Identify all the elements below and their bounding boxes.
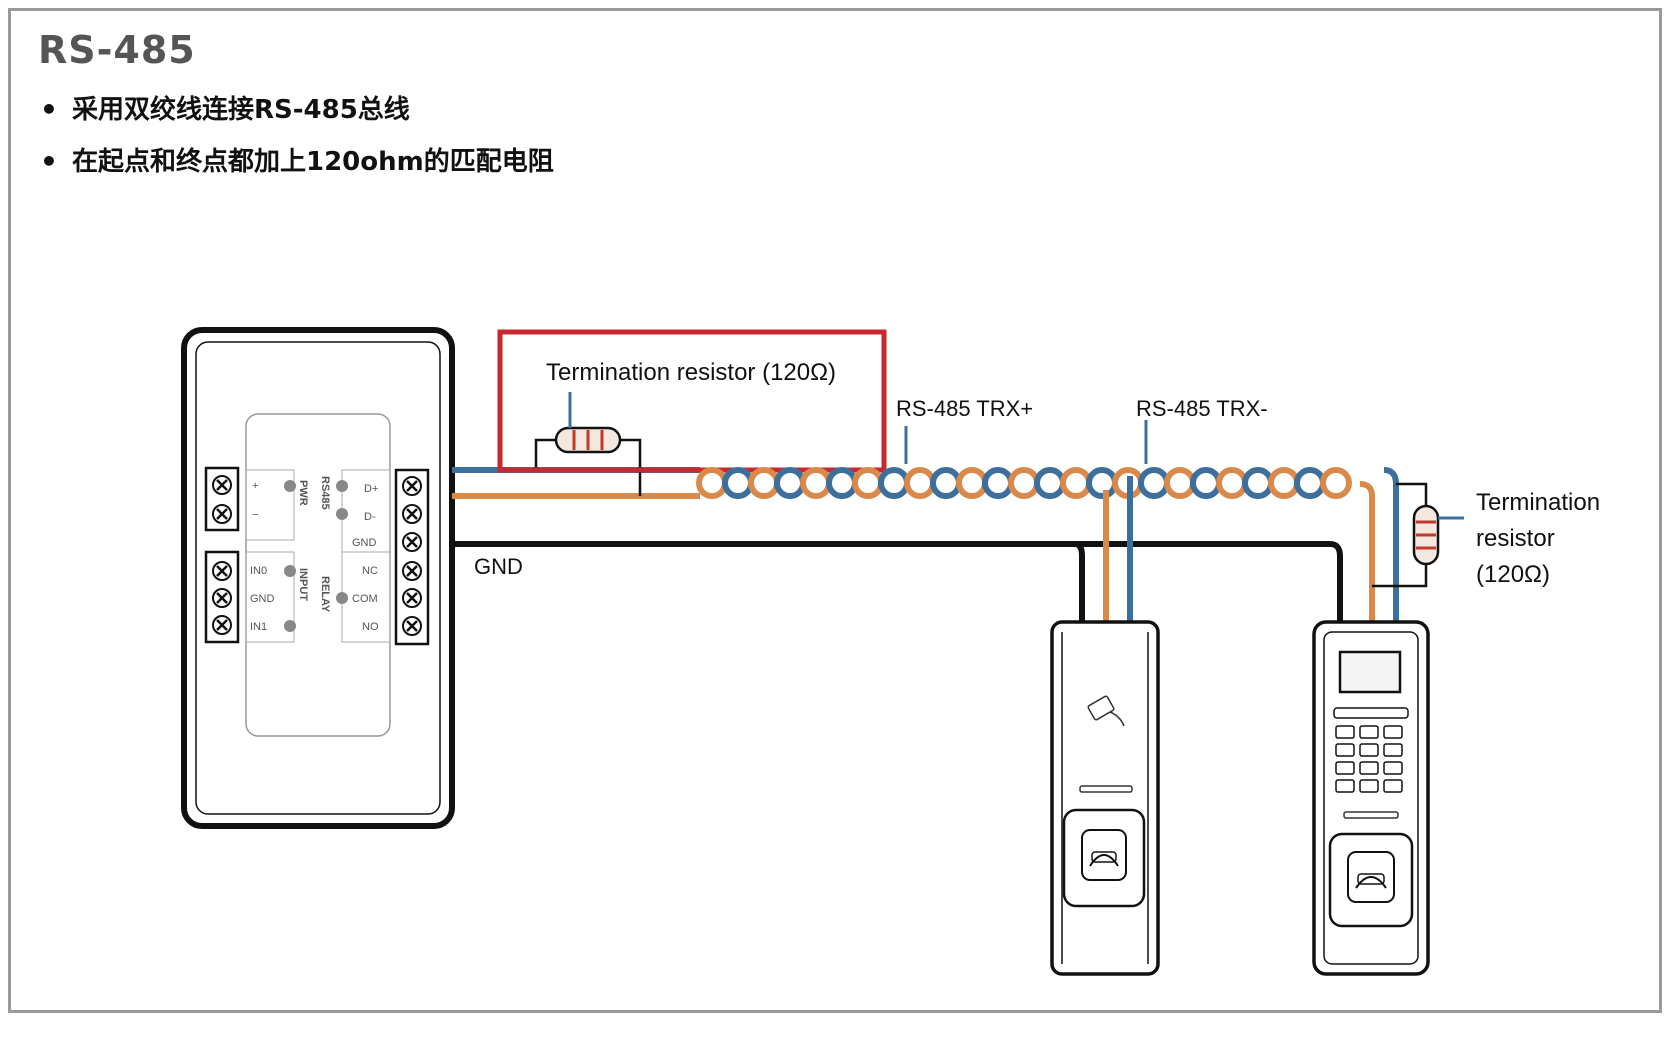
fingerprint-icon <box>1347 851 1395 903</box>
twist-loop <box>930 467 962 499</box>
screw-terminal-icon <box>212 475 232 495</box>
keypad-key <box>1383 779 1403 793</box>
reader2-trx-minus-drop <box>1359 481 1375 622</box>
in1-label: IN1 <box>250 621 267 633</box>
keypad <box>1333 707 1409 793</box>
twist-loop <box>1060 467 1092 499</box>
termination-resistor-right <box>1372 482 1464 588</box>
rs485-gnd-label: GND <box>352 537 377 549</box>
screw-terminal-icon <box>402 476 422 496</box>
twist-loop <box>800 467 832 499</box>
twist-loop <box>1320 467 1352 499</box>
card-icon <box>1087 695 1125 727</box>
twist-loop <box>904 467 936 499</box>
keypad-key <box>1383 743 1403 757</box>
keypad-key <box>1359 761 1379 775</box>
termination-right-line3: (120Ω) <box>1476 561 1550 588</box>
keypad-key <box>1335 761 1355 775</box>
reader-device-1 <box>1050 620 1160 976</box>
gnd-drop-wire <box>1074 541 1085 622</box>
keypad-key <box>1359 725 1379 739</box>
twist-loop <box>722 467 754 499</box>
keypad-key <box>1383 761 1403 775</box>
twist-loop <box>956 467 988 499</box>
twist-loop <box>878 467 910 499</box>
reader-device-2 <box>1312 620 1430 976</box>
screw-terminal-icon <box>402 561 422 581</box>
d-minus-label: D- <box>364 511 376 523</box>
twist-loop <box>852 467 884 499</box>
screw-terminal-icon <box>402 616 422 636</box>
twist-loop <box>1138 467 1170 499</box>
screw-terminal-icon <box>402 588 422 608</box>
nc-label: NC <box>362 565 378 577</box>
twist-loop <box>826 467 858 499</box>
no-label: NO <box>362 621 379 633</box>
in0-label: IN0 <box>250 565 267 577</box>
keypad-key <box>1359 779 1379 793</box>
termination-right-line1: Termination <box>1476 489 1600 516</box>
twist-loop <box>1268 467 1300 499</box>
reader2-trx-plus-drop <box>1383 467 1399 622</box>
keypad-key <box>1359 743 1379 757</box>
twist-loop <box>1294 467 1326 499</box>
keypad-key <box>1335 725 1355 739</box>
termination-resistor-top <box>534 392 642 496</box>
screw-terminal-icon <box>212 588 232 608</box>
pwr-plus-label: + <box>252 480 258 492</box>
input-label: INPUT <box>297 568 309 601</box>
keypad-key <box>1335 743 1355 757</box>
gnd-wire <box>452 541 1343 622</box>
trx-minus-label: RS-485 TRX- <box>1136 396 1268 421</box>
screw-terminal-icon <box>212 615 232 635</box>
fingerprint-icon <box>1081 829 1127 881</box>
twist-loop <box>1086 467 1118 499</box>
twisted-pair-cable <box>696 467 1352 499</box>
termination-top-label: Termination resistor (120Ω) <box>546 359 836 386</box>
highlight-box <box>497 329 887 473</box>
screw-terminal-icon <box>212 561 232 581</box>
relay-label: RELAY <box>319 576 331 613</box>
bullet-list: 采用双绞线连接RS-485总线 在起点和终点都加上120ohm的匹配电阻 <box>36 90 554 194</box>
display-screen <box>1338 650 1402 694</box>
keypad-key <box>1335 779 1355 793</box>
twist-loop <box>1008 467 1040 499</box>
twist-loop <box>1216 467 1248 499</box>
twist-loop <box>1190 467 1222 499</box>
twist-loop <box>1242 467 1274 499</box>
controller-unit: + − IN0 GND IN1 D+ D- GND NC COM NO PWR … <box>181 327 455 829</box>
twist-loop <box>774 467 806 499</box>
screw-terminal-icon <box>402 532 422 552</box>
bullet-item: 采用双绞线连接RS-485总线 <box>36 90 554 142</box>
twist-loop <box>1034 467 1066 499</box>
termination-right-line2: resistor <box>1476 525 1555 552</box>
pwr-minus-label: − <box>252 509 258 521</box>
screw-terminal-icon <box>212 504 232 524</box>
twist-loop <box>982 467 1014 499</box>
rs485-label: RS485 <box>319 476 331 510</box>
keypad-function-row <box>1333 707 1409 719</box>
d-plus-label: D+ <box>364 483 378 495</box>
keypad-key <box>1383 725 1403 739</box>
trx-plus-label: RS-485 TRX+ <box>896 396 1033 421</box>
gnd-label: GND <box>474 554 523 579</box>
twist-loop <box>1164 467 1196 499</box>
input-gnd-label: GND <box>250 593 275 605</box>
twist-loop <box>696 467 728 499</box>
twist-loop <box>748 467 780 499</box>
bullet-item: 在起点和终点都加上120ohm的匹配电阻 <box>36 142 554 194</box>
pwr-label: PWR <box>297 480 309 506</box>
com-label: COM <box>352 593 378 605</box>
screw-terminal-icon <box>402 504 422 524</box>
page-title: RS-485 <box>38 28 196 72</box>
